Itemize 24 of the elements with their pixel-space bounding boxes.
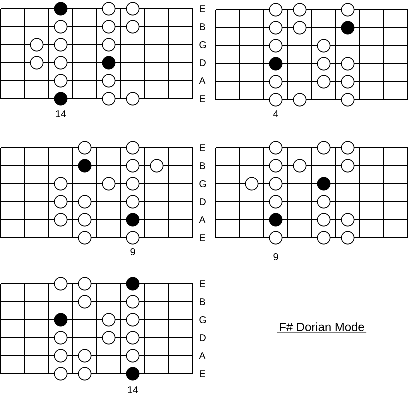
string-name: B [200, 24, 206, 30]
string-name: E [200, 144, 206, 152]
fret-number: 14 [56, 110, 66, 118]
string-name: E [200, 6, 206, 12]
string-name: E [200, 280, 206, 288]
string-name: D [200, 60, 206, 66]
string-name: G [200, 316, 206, 324]
string-name: E [200, 234, 206, 242]
string-name: A [199, 352, 206, 360]
string-name: E [200, 370, 206, 378]
string-name: B [200, 162, 206, 170]
string-name: D [200, 334, 206, 342]
fret-number: 14 [128, 386, 138, 394]
string-name: E [200, 96, 206, 102]
string-name: B [200, 298, 206, 306]
fret-number: 4 [273, 110, 278, 118]
string-name: A [199, 216, 206, 224]
fret-number: 9 [130, 248, 136, 256]
title: F# Dorian Mode [277, 322, 367, 334]
fret-number: 9 [274, 253, 278, 261]
string-name: D [200, 198, 206, 206]
string-name: G [200, 41, 206, 49]
string-name: G [200, 180, 206, 188]
string-name: A [199, 78, 206, 84]
